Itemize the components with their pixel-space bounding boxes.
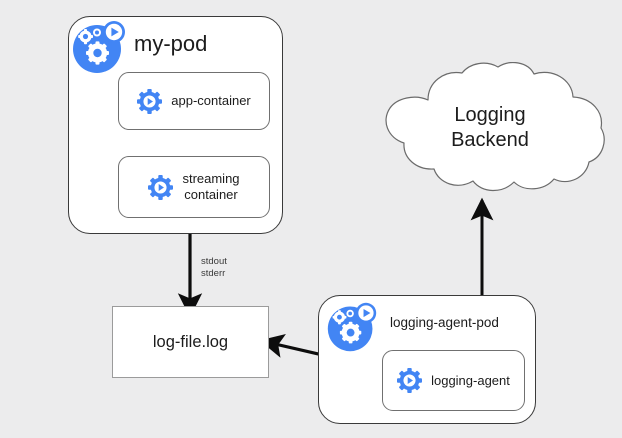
container-label-streaming-container: streaming container [182,171,240,202]
container-label-logging-agent: logging-agent [431,372,510,388]
container-streaming-container[interactable]: streaming container [118,156,270,218]
cloud-logging-backend[interactable]: Logging Backend [370,61,610,194]
file-label-log-file: log-file.log [152,332,229,351]
pod-title-my-pod: my-pod [134,31,208,56]
container-app-container[interactable]: app-container [118,72,270,130]
container-label-app-container: app-container [171,93,251,109]
pod-icon-logging-agent-pod [325,300,379,354]
cloud-shape-icon [385,61,605,192]
container-gear-icon-logging-agent [397,368,423,393]
pod-title-logging-agent-pod: logging-agent-pod [390,315,499,330]
container-gear-icon-app [137,88,163,114]
edge-label-stdout-stderr: stdout stderr [201,256,227,279]
container-gear-icon-streaming [148,174,174,200]
container-logging-agent[interactable]: logging-agent [382,350,525,411]
file-log-file[interactable]: log-file.log [112,306,269,378]
pod-icon-my-pod [70,18,128,76]
